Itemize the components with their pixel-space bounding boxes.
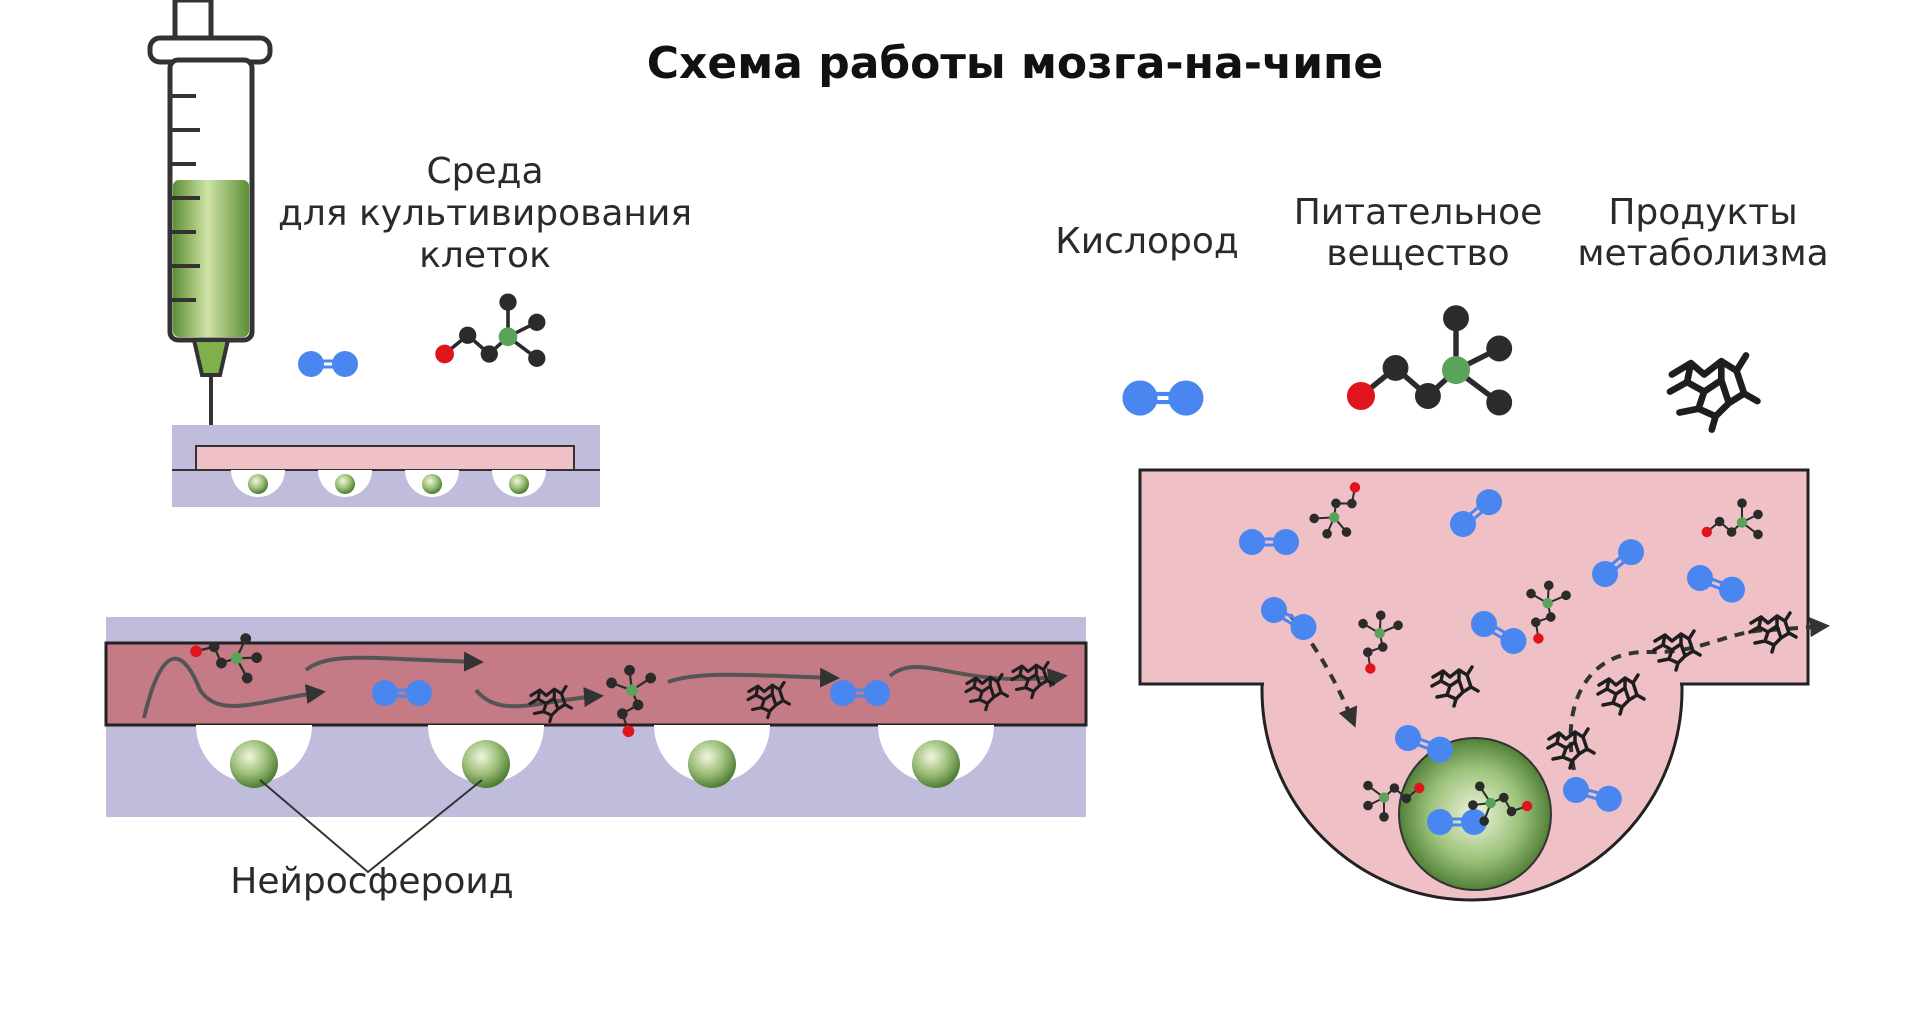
nutrient-label-line1: Питательное	[1294, 192, 1543, 233]
nutrient-label-line2: вещество	[1326, 233, 1509, 274]
detail-chamber	[1138, 468, 1830, 902]
diagram-title: Схема работы мозга-на-чипе	[647, 38, 1384, 89]
oxygen-molecule-icon	[296, 349, 360, 379]
metabolites-label-line1: Продукты	[1608, 192, 1797, 233]
oxygen-label: Кислород	[1055, 221, 1239, 262]
small-chip	[172, 425, 600, 507]
metabolites-label-line2: метаболизма	[1577, 233, 1828, 274]
oxygen-molecule-icon	[1122, 380, 1203, 415]
metabolites-label: Продукты метаболизма	[1577, 192, 1828, 274]
neurospheroid-pointer	[259, 779, 483, 874]
medium-label-line1: Среда	[426, 151, 543, 192]
nutrient-molecule-icon	[433, 291, 548, 369]
metabolite-molecule-icon	[1670, 356, 1757, 430]
neurospheroid	[462, 740, 510, 788]
neurospheroid	[230, 740, 278, 788]
medium-label: Среда для культивирования клеток	[278, 151, 692, 276]
syringe-icon	[147, 0, 273, 452]
medium-label-line2: для культивирования	[278, 193, 692, 234]
neurospheroid	[688, 740, 736, 788]
neurospheroid	[912, 740, 960, 788]
nutrient-molecule-icon	[1347, 305, 1512, 415]
medium-label-line3: клеток	[419, 235, 551, 276]
chip-channel	[104, 613, 1088, 817]
small-chip-wells	[231, 470, 546, 497]
neurospheroid-label: Нейросфероид	[230, 861, 513, 902]
nutrient-label: Питательное вещество	[1294, 192, 1543, 274]
